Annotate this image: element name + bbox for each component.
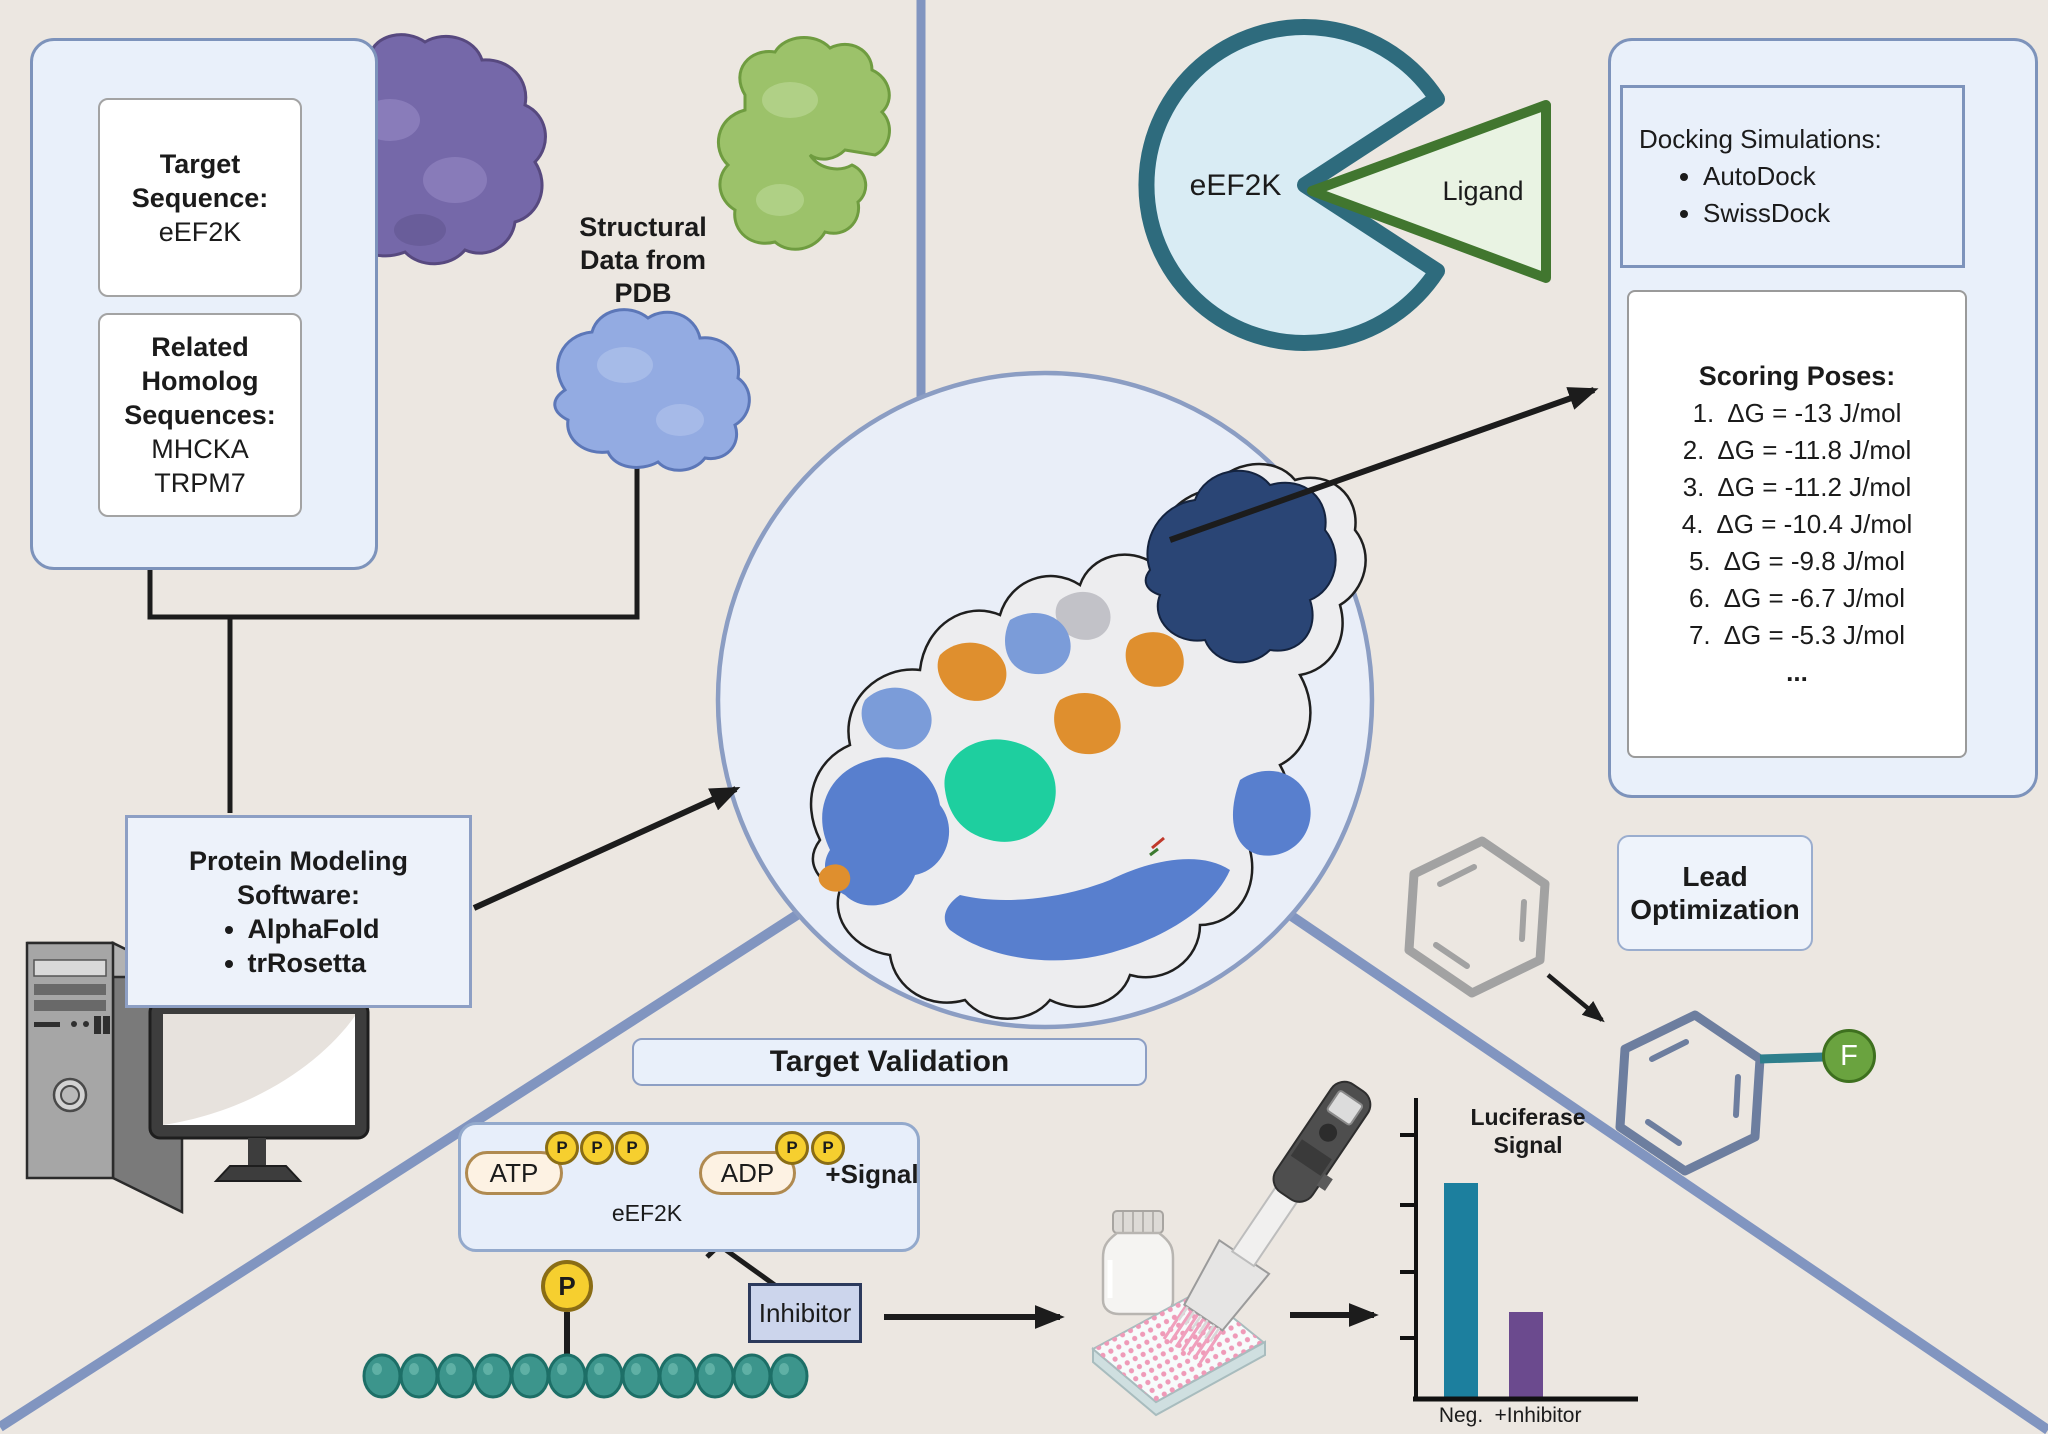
- homolog-value: MHCKA: [151, 434, 249, 464]
- green-protein-blob-icon: [716, 35, 891, 251]
- bar-negative-control: [1444, 1183, 1478, 1398]
- scoring-pose: 6. ΔG = -6.7 J/mol: [1688, 582, 1906, 613]
- modeling-title: Protein Modeling Software:: [189, 845, 408, 910]
- protein-surface-icon: [809, 462, 1367, 1020]
- scoring-pose: 4. ΔG = -10.4 J/mol: [1681, 508, 1913, 539]
- target-sequence-box: Target Sequence: eEF2K: [98, 98, 302, 297]
- modeling-tool-list: AlphaFold trRosetta: [218, 912, 380, 980]
- scoring-pose: 7. ΔG = -5.3 J/mol: [1688, 619, 1906, 650]
- lead-optimization-box: Lead Optimization: [1617, 835, 1813, 951]
- multichannel-pipette-icon: [1177, 1080, 1372, 1343]
- workflow-arrows: [472, 387, 1605, 1329]
- pacman-protein-label: eEF2K: [1189, 169, 1282, 202]
- ligand-triangle-icon: [1307, 100, 1551, 283]
- enzyme-label: eEF2K: [611, 1199, 683, 1226]
- pacman-receptor-icon: [1138, 19, 1445, 351]
- reagent-bottle-icon: [1101, 1210, 1175, 1316]
- chart-category-label: Neg.: [1438, 1404, 1484, 1427]
- scoring-poses-box: Scoring Poses: 1. ΔG = -13 J/mol 2. ΔG =…: [1627, 290, 1967, 758]
- homolog-sequences-box: Related Homolog Sequences: MHCKA TRPM7: [98, 313, 302, 517]
- scoring-pose: 5. ΔG = -9.8 J/mol: [1688, 545, 1906, 576]
- modeling-software-box: Protein Modeling Software: AlphaFold trR…: [125, 815, 472, 1008]
- scoring-pose: 3. ΔG = -11.2 J/mol: [1682, 471, 1912, 502]
- workflow-connector-lines: [147, 468, 640, 813]
- list-item: AutoDock: [1703, 158, 1962, 195]
- ligand-label: Ligand: [1442, 175, 1524, 206]
- phosphate-icon: P: [811, 1131, 845, 1165]
- phosphate-icon: P: [580, 1131, 614, 1165]
- chart-category-label: +Inhibitor: [1494, 1404, 1582, 1427]
- docking-title: Docking Simulations:: [1639, 124, 1882, 154]
- scoring-pose: 1. ΔG = -13 J/mol: [1692, 397, 1902, 428]
- benzene-ring-gray-icon: [1404, 836, 1550, 998]
- chart-title: Luciferase Signal: [1470, 1104, 1586, 1158]
- target-sequence-title: Target Sequence:: [131, 148, 269, 213]
- docking-simulations-box: Docking Simulations: AutoDock SwissDock: [1620, 85, 1965, 268]
- substrate-peptide-beads-icon: [362, 1353, 809, 1399]
- chart-axes: [1400, 1098, 1638, 1402]
- target-sequence-value: eEF2K: [158, 216, 242, 247]
- fluorine-atom-icon: F: [1822, 1029, 1876, 1083]
- phosphate-icon: P: [615, 1131, 649, 1165]
- phosphate-icon: P: [775, 1131, 809, 1165]
- list-item: SwissDock: [1703, 195, 1962, 232]
- luciferase-bar-chart: [1400, 1098, 1638, 1402]
- docking-tool-list: AutoDock SwissDock: [1639, 158, 1962, 232]
- atp-pill: ATP: [465, 1151, 563, 1195]
- phosphate-icon: P: [545, 1131, 579, 1165]
- scoring-title: Scoring Poses:: [1698, 360, 1896, 391]
- fluorine-bond: [1759, 1052, 1825, 1064]
- target-validation-banner: Target Validation: [632, 1038, 1147, 1086]
- desktop-computer-icon: [25, 940, 370, 1215]
- phosphate-icon: P: [541, 1260, 593, 1312]
- docked-ligand-sticks-icon: [1149, 836, 1165, 857]
- homolog-value: TRPM7: [154, 468, 246, 498]
- bar-plus-inhibitor: [1509, 1312, 1543, 1398]
- inhibitor-box: Inhibitor: [748, 1283, 862, 1343]
- list-item: AlphaFold: [248, 912, 380, 946]
- scoring-ellipsis: ...: [1786, 656, 1808, 687]
- scoring-pose: 2. ΔG = -11.8 J/mol: [1682, 434, 1912, 465]
- pipette-spray: [1162, 1305, 1224, 1364]
- signal-label: +Signal: [825, 1158, 919, 1189]
- list-item: trRosetta: [248, 946, 380, 980]
- homolog-title: Related Homolog Sequences:: [124, 332, 276, 430]
- structural-data-label: Structural Data from PDB: [579, 211, 707, 308]
- blue-protein-blob-icon: [553, 308, 751, 472]
